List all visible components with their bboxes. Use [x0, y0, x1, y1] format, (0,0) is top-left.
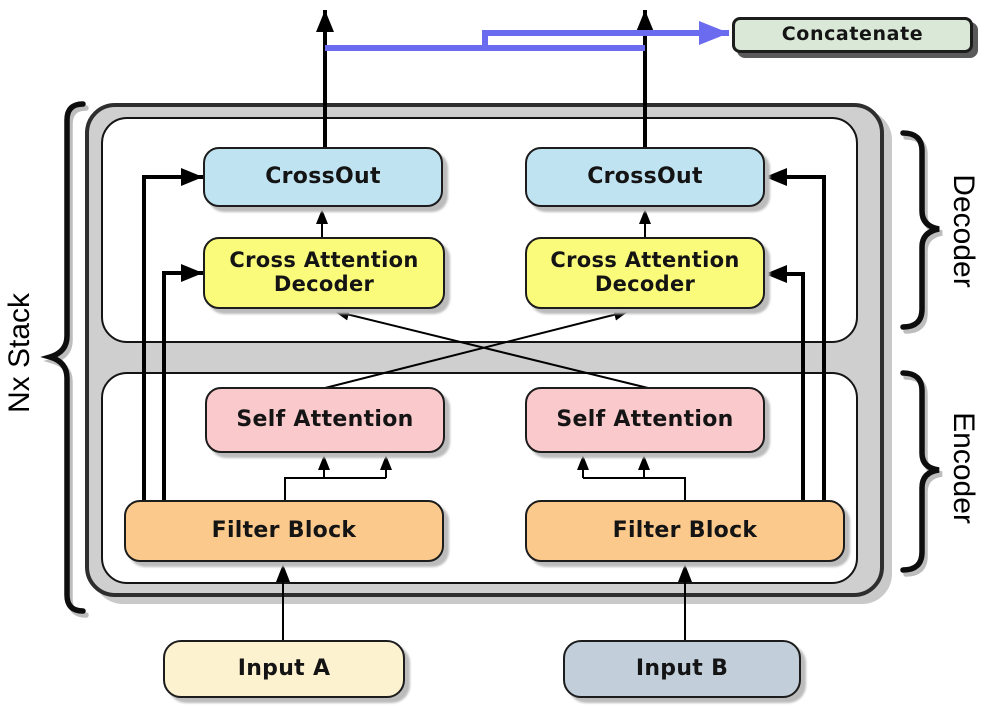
filter-block-right-label: Filter Block [612, 517, 758, 543]
self-attention-right-box: Self Attention [525, 387, 765, 453]
encoder-brace [900, 370, 940, 573]
crossout-right-box: CrossOut [525, 147, 765, 207]
self-attention-left-box: Self Attention [205, 387, 445, 453]
input-a-label: Input A [237, 655, 331, 681]
concatenate-box: Concatenate [732, 17, 973, 53]
input-a-box: Input A [163, 640, 405, 698]
crossout-right-label: CrossOut [587, 163, 703, 189]
crossout-left-box: CrossOut [203, 147, 443, 207]
cross-attention-decoder-right-box: Cross Attention Decoder [525, 237, 765, 309]
cad-left-label-line1: Cross Attention [229, 248, 419, 273]
input-b-box: Input B [563, 640, 801, 698]
filter-block-left-label: Filter Block [211, 517, 357, 543]
cad-right-label-line2: Decoder [594, 272, 696, 296]
concatenate-label: Concatenate [781, 23, 924, 46]
nx-stack-label: Nx Stack [3, 292, 36, 414]
filter-block-left-box: Filter Block [124, 500, 444, 562]
filter-block-right-box: Filter Block [525, 500, 845, 562]
concat-connector [325, 21, 729, 51]
encoder-label: Encoder [947, 412, 980, 524]
cross-attention-decoder-left-box: Cross Attention Decoder [203, 237, 445, 309]
crossout-left-label: CrossOut [265, 163, 381, 189]
decoder-brace [900, 130, 940, 330]
input-b-label: Input B [635, 655, 729, 681]
concat-merge-arrow [482, 21, 729, 48]
self-attention-right-label: Self Attention [556, 406, 734, 432]
cad-left-label-line2: Decoder [273, 272, 375, 296]
self-attention-left-label: Self Attention [236, 406, 414, 432]
decoder-label: Decoder [947, 174, 980, 288]
nx-stack-brace [40, 101, 86, 614]
cad-right-label-line1: Cross Attention [550, 248, 740, 273]
